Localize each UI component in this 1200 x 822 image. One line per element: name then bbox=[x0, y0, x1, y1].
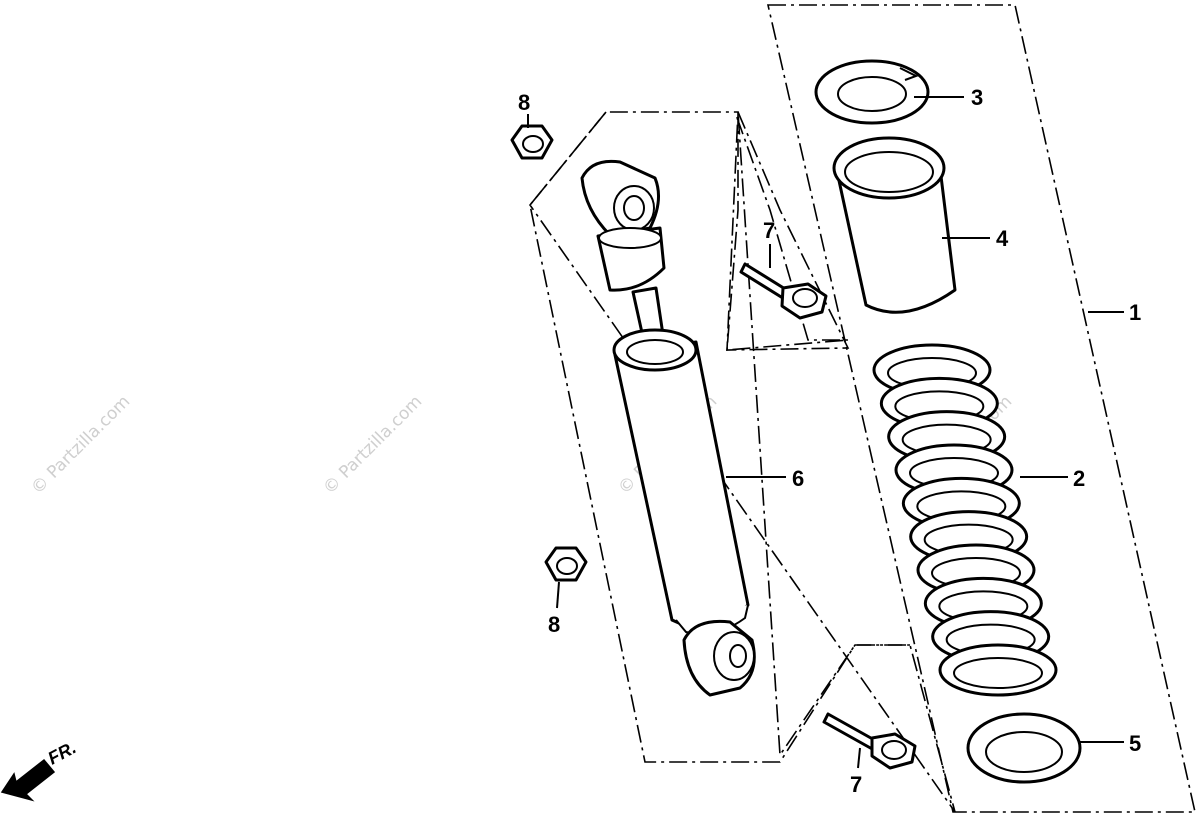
callout-7-top: 7 bbox=[763, 218, 775, 243]
bolt-group-outline bbox=[726, 111, 850, 351]
bolt-top bbox=[739, 262, 828, 320]
shock-absorber bbox=[580, 159, 756, 697]
callout-5: 5 bbox=[1129, 731, 1141, 756]
spring-coil-inner bbox=[953, 657, 1043, 689]
watermark-center-left: © Partzilla.com bbox=[319, 392, 426, 499]
watermark-group: © Partzilla.com © Partzilla.com © Partzi… bbox=[27, 392, 1016, 499]
watermark-left: © Partzilla.com bbox=[27, 392, 134, 499]
bolt-bottom bbox=[822, 712, 917, 770]
front-direction-indicator: FR. bbox=[0, 737, 79, 802]
washer bbox=[966, 712, 1082, 784]
callout-6: 6 bbox=[792, 466, 804, 491]
coil-spring bbox=[872, 343, 1058, 697]
callouts: 3 4 1 2 5 6 7 7 8 8 bbox=[518, 85, 1141, 797]
callout-3: 3 bbox=[971, 85, 983, 110]
callout-4: 4 bbox=[996, 226, 1009, 251]
leader-lines bbox=[527, 96, 1124, 769]
callout-1: 1 bbox=[1129, 300, 1141, 325]
flange-nut-top bbox=[510, 124, 554, 160]
callout-8-bottom: 8 bbox=[548, 612, 560, 637]
spring-assembly-outline bbox=[766, 4, 1196, 813]
callout-2: 2 bbox=[1073, 466, 1085, 491]
callout-7-bottom: 7 bbox=[850, 772, 862, 797]
arrow-left-down-icon bbox=[0, 758, 56, 802]
shock-assembly-outline-main bbox=[529, 111, 910, 763]
flange-nut-bottom bbox=[544, 546, 588, 582]
spring-seat bbox=[814, 59, 930, 125]
direction-label: FR. bbox=[44, 737, 79, 768]
spring-collar bbox=[832, 136, 957, 314]
callout-8-top: 8 bbox=[518, 90, 530, 115]
